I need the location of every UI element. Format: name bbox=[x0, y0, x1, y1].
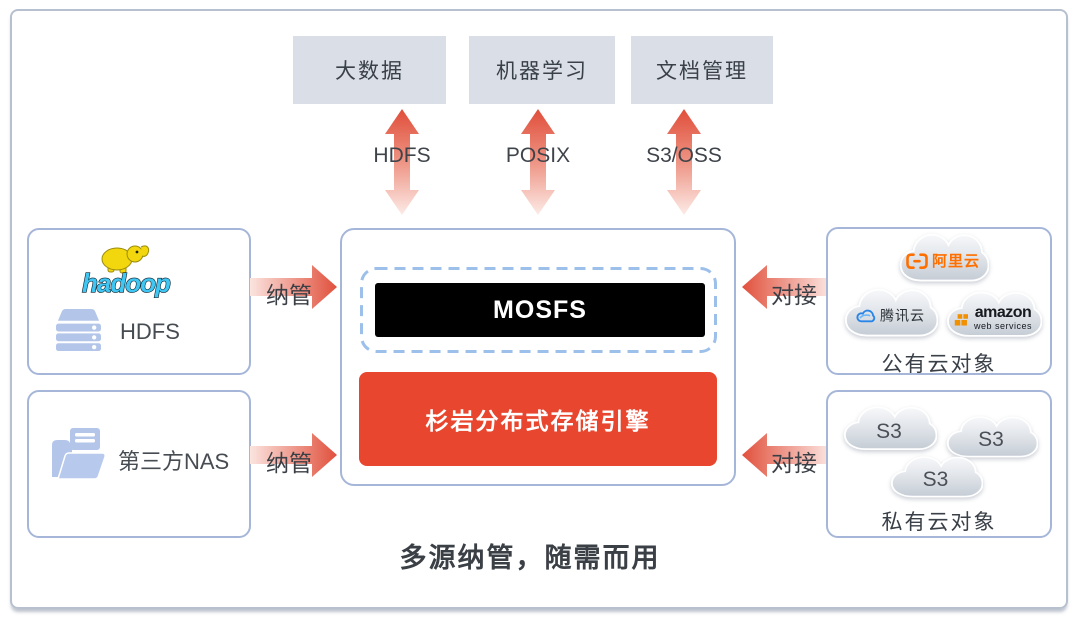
cloud-s3-3: S3 bbox=[888, 453, 983, 503]
cloud-tencent: 腾讯云 bbox=[842, 285, 938, 343]
diagram-caption: 多源纳管，随需而用 bbox=[399, 543, 661, 573]
server-stack-icon bbox=[56, 308, 101, 352]
app-box-machine-learning: 机器学习 bbox=[469, 36, 615, 104]
connect-arrow-bottom-icon bbox=[742, 433, 829, 477]
provider-label-aws: amazon bbox=[974, 303, 1032, 321]
mosfs-box: MOSFS bbox=[375, 283, 705, 337]
outer-frame bbox=[10, 9, 1068, 609]
connect-label-top: 对接 bbox=[771, 282, 817, 308]
open-folder-icon bbox=[52, 428, 106, 480]
manage-label-bottom: 纳管 bbox=[266, 450, 312, 476]
manage-arrow-bottom-icon bbox=[250, 433, 337, 477]
provider-label-tencent: 腾讯云 bbox=[880, 307, 925, 324]
cloud-s3-2: S3 bbox=[944, 413, 1038, 463]
tencent-cloud-icon bbox=[856, 309, 876, 322]
protocol-label-s3oss: S3/OSS bbox=[646, 144, 722, 167]
provider-label-aliyun: 阿里云 bbox=[931, 253, 980, 271]
cloud-aws: amazon web services bbox=[944, 288, 1042, 343]
cloud-aliyun: 阿里云 bbox=[897, 230, 989, 288]
storage-engine-box: 杉岩分布式存储引擎 bbox=[359, 372, 717, 466]
source-label-nas: 第三方NAS bbox=[118, 449, 230, 474]
source-label-hdfs: HDFS bbox=[120, 319, 180, 344]
target-label-private-cloud: 私有云对象 bbox=[881, 511, 997, 534]
hadoop-logo-text: hadoop bbox=[82, 268, 171, 298]
s3-label-3: S3 bbox=[922, 467, 949, 491]
bidirectional-arrow-hdfs-icon bbox=[385, 109, 419, 215]
manage-arrow-top-icon bbox=[250, 265, 337, 309]
app-box-bigdata: 大数据 bbox=[293, 36, 446, 104]
s3-label-2: S3 bbox=[978, 427, 1004, 451]
protocol-label-hdfs: HDFS bbox=[373, 144, 431, 167]
s3-label-1: S3 bbox=[876, 419, 902, 443]
bidirectional-arrow-posix-icon bbox=[521, 109, 555, 215]
protocol-label-posix: POSIX bbox=[505, 144, 571, 167]
aliyun-brackets-dash-icon bbox=[906, 252, 928, 269]
manage-label-top: 纳管 bbox=[266, 282, 312, 308]
connect-arrow-top-icon bbox=[742, 265, 829, 309]
app-label-document-management: 文档管理 bbox=[656, 60, 748, 83]
target-label-public-cloud: 公有云对象 bbox=[881, 353, 997, 376]
aws-cubes-icon bbox=[954, 313, 968, 326]
app-label-bigdata: 大数据 bbox=[335, 60, 404, 83]
elephant-icon bbox=[101, 245, 150, 274]
connect-label-bottom: 对接 bbox=[771, 450, 817, 476]
provider-label-aws-sub: web services bbox=[973, 320, 1033, 331]
hadoop-logo: hadoop bbox=[81, 245, 173, 298]
bidirectional-arrow-s3oss-icon bbox=[667, 109, 701, 215]
app-label-machine-learning: 机器学习 bbox=[496, 60, 588, 83]
app-box-document-management: 文档管理 bbox=[631, 36, 773, 104]
cloud-s3-1: S3 bbox=[841, 403, 937, 456]
